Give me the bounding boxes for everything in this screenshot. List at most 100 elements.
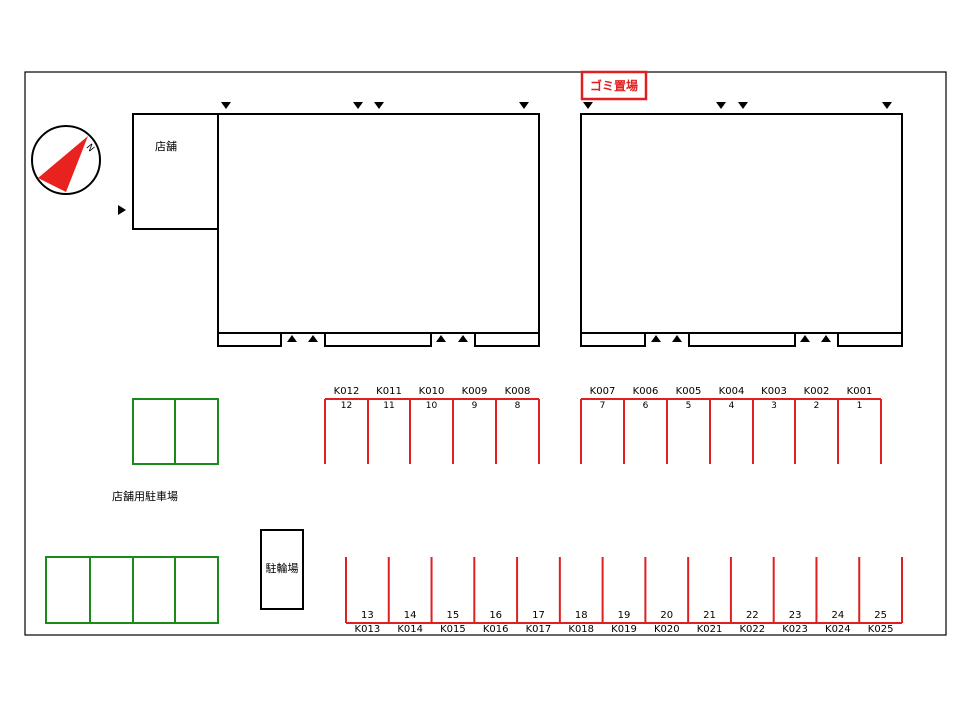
entrance-markers-bottom — [287, 335, 831, 342]
parking-code: K023 — [782, 624, 808, 635]
entrance-marker — [583, 102, 593, 109]
garbage-area-box — [580, 70, 648, 101]
shop-parking-space — [45, 556, 91, 624]
parking-code: K016 — [483, 624, 509, 635]
parking-number: 21 — [703, 610, 716, 621]
parking-code: K025 — [868, 624, 894, 635]
parking-code: K001 — [847, 386, 873, 397]
shop-parking-label: 店舗用駐車場 — [112, 489, 178, 503]
parking-code: K006 — [633, 386, 659, 397]
parking-code: K004 — [719, 386, 745, 397]
shop-building — [132, 113, 219, 230]
parking-code: K008 — [505, 386, 531, 397]
shop-label: 店舗 — [155, 139, 177, 153]
bicycle-parking — [260, 529, 304, 610]
parking-number: 23 — [789, 610, 802, 621]
entrance-marker — [374, 102, 384, 109]
parking-code: K010 — [419, 386, 445, 397]
parking-number: 19 — [618, 610, 631, 621]
parking-number: 8 — [515, 401, 521, 411]
building-a — [217, 113, 540, 334]
entrance-marker — [519, 102, 529, 109]
building-b-balcony-1 — [580, 332, 646, 347]
parking-code: K012 — [334, 386, 360, 397]
entrance-marker — [651, 335, 661, 342]
parking-code: K011 — [376, 386, 402, 397]
building-b-balcony-2 — [688, 332, 796, 347]
parking-code: K020 — [654, 624, 680, 635]
parking-number: 11 — [383, 401, 394, 411]
entrance-marker — [436, 335, 446, 342]
parking-number: 2 — [814, 401, 820, 411]
parking-code: K024 — [825, 624, 851, 635]
entrance-marker — [353, 102, 363, 109]
entrance-marker — [800, 335, 810, 342]
entrance-marker — [882, 102, 892, 109]
entrance-marker — [672, 335, 682, 342]
parking-code: K014 — [397, 624, 423, 635]
building-a-balcony-1 — [217, 332, 282, 347]
shop-parking-space — [89, 556, 134, 624]
parking-code: K013 — [355, 624, 381, 635]
parking-code: K018 — [568, 624, 594, 635]
garbage-area-label: ゴミ置場 — [590, 78, 638, 93]
parking-code: K002 — [804, 386, 830, 397]
shop-parking-lower — [45, 556, 219, 624]
parking-code: K022 — [739, 624, 765, 635]
parking-number: 10 — [426, 401, 438, 411]
parking-number: 9 — [472, 401, 478, 411]
garbage-area: ゴミ置場 — [580, 70, 648, 101]
parking-number: 4 — [729, 401, 735, 411]
building-b — [580, 113, 903, 334]
parking-code: K005 — [676, 386, 702, 397]
entrance-markers-top — [221, 102, 892, 109]
building-b-balcony-3 — [837, 332, 903, 347]
parking-code: K015 — [440, 624, 466, 635]
compass-letter: N — [84, 143, 96, 155]
parking-number: 22 — [746, 610, 759, 621]
entrance-marker — [821, 335, 831, 342]
parking-number: 25 — [874, 610, 887, 621]
parking-code: K017 — [526, 624, 552, 635]
shop-parking-space — [132, 398, 176, 465]
shop-entrance-marker — [118, 205, 126, 215]
parking-code: K003 — [761, 386, 787, 397]
parking-code: K007 — [590, 386, 616, 397]
site-boundary — [24, 71, 947, 636]
entrance-marker — [221, 102, 231, 109]
parking-code: K009 — [462, 386, 488, 397]
parking-number: 24 — [831, 610, 844, 621]
entrance-marker — [308, 335, 318, 342]
parking-number: 16 — [489, 610, 502, 621]
shop-parking-space — [132, 556, 176, 624]
entrance-marker — [716, 102, 726, 109]
shop-parking-upper — [132, 398, 219, 465]
parking-number: 7 — [600, 401, 606, 411]
building-a-balcony-2 — [324, 332, 432, 347]
shop-parking-space — [174, 556, 219, 624]
compass: N — [31, 125, 101, 195]
entrance-marker — [458, 335, 468, 342]
parking-number: 3 — [771, 401, 777, 411]
parking-number: 18 — [575, 610, 588, 621]
parking-number: 13 — [361, 610, 374, 621]
bicycle-parking-label: 駐輪場 — [266, 561, 299, 575]
entrance-marker — [287, 335, 297, 342]
parking-number: 12 — [341, 401, 352, 411]
parking-number: 6 — [643, 401, 649, 411]
parking-code: K019 — [611, 624, 637, 635]
parking-number: 15 — [447, 610, 460, 621]
entrance-marker — [738, 102, 748, 109]
building-a-balcony-3 — [474, 332, 540, 347]
parking-code: K021 — [697, 624, 723, 635]
parking-row-top: K01212K01111K01010K0099K0088K0077K0066K0… — [324, 386, 882, 464]
parking-number: 1 — [857, 401, 863, 411]
shop-parking-space — [174, 398, 219, 465]
parking-number: 20 — [660, 610, 673, 621]
north-arrow-icon — [38, 136, 88, 192]
parking-number: 14 — [404, 610, 417, 621]
parking-number: 5 — [686, 401, 692, 411]
parking-number: 17 — [532, 610, 545, 621]
